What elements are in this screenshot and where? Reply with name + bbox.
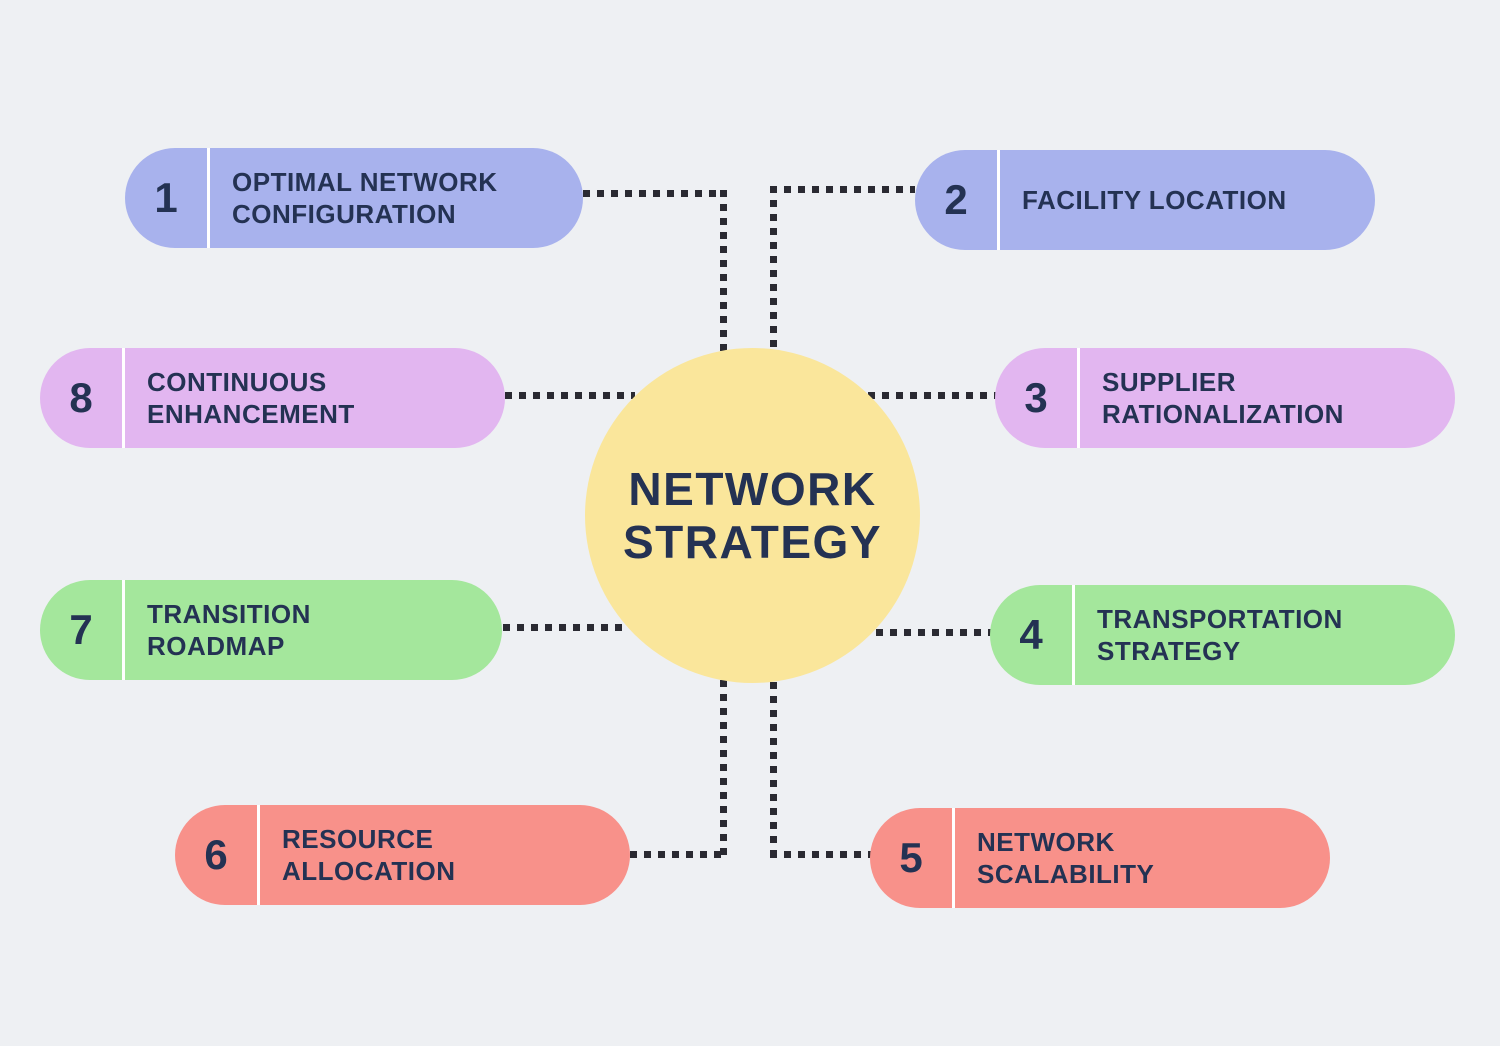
connector-node5-vertical [770,682,777,858]
number-divider [122,580,125,680]
node-label: NETWORK SCALABILITY [977,826,1155,890]
connector-node2-horizontal [770,186,915,193]
node-resource-allocation: 6 RESOURCE ALLOCATION [175,805,630,905]
node-transition-roadmap: 7 TRANSITION ROADMAP [40,580,502,680]
connector-node5-horizontal [770,851,872,858]
number-divider [1072,585,1075,685]
center-title-line2: STRATEGY [622,515,883,568]
node-label: SUPPLIER RATIONALIZATION [1102,366,1344,430]
node-supplier-rationalization: 3 SUPPLIER RATIONALIZATION [995,348,1455,448]
node-number: 5 [899,834,923,881]
connector-node1-vertical [720,190,727,351]
number-divider [207,148,210,248]
node-network-scalability: 5 NETWORK SCALABILITY [870,808,1330,908]
node-label: RESOURCE ALLOCATION [282,823,456,887]
node-number: 6 [204,831,228,878]
node-number: 4 [1019,611,1043,658]
node-number: 2 [944,176,968,223]
center-title: NETWORK STRATEGY [623,463,882,569]
number-divider [952,808,955,908]
node-label: OPTIMAL NETWORK CONFIGURATION [232,166,498,230]
number-divider [122,348,125,448]
connector-node7-horizontal [503,624,627,631]
node-transportation-strategy: 4 TRANSPORTATION STRATEGY [990,585,1455,685]
node-label: FACILITY LOCATION [1022,184,1287,215]
node-optimal-network-configuration: 1 OPTIMAL NETWORK CONFIGURATION [125,148,583,248]
center-title-line1: NETWORK [628,462,877,515]
connector-node3-horizontal [868,392,996,399]
node-number: 8 [69,374,93,421]
connector-node6-vertical [720,680,727,858]
node-number: 1 [154,174,178,221]
number-divider [1077,348,1080,448]
connector-node2-vertical [770,186,777,349]
connector-node6-horizontal [630,851,727,858]
node-continuous-enhancement: 8 CONTINUOUS ENHANCEMENT [40,348,505,448]
center-node: NETWORK STRATEGY [585,348,920,683]
node-label: TRANSITION ROADMAP [147,598,311,662]
connector-node4-horizontal [876,629,992,636]
node-facility-location: 2 FACILITY LOCATION [915,150,1375,250]
connector-node1-horizontal [583,190,727,197]
node-label: TRANSPORTATION STRATEGY [1097,603,1343,667]
node-number: 7 [69,606,93,653]
node-number: 3 [1024,374,1048,421]
connector-node8-horizontal [505,392,635,399]
number-divider [257,805,260,905]
number-divider [997,150,1000,250]
node-label: CONTINUOUS ENHANCEMENT [147,366,355,430]
